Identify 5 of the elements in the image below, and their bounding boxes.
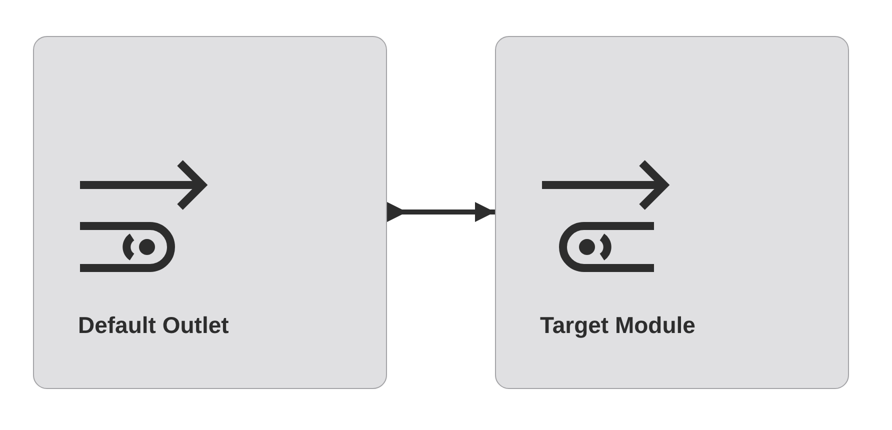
card xyxy=(33,36,387,389)
node-label: Target Module xyxy=(540,312,696,339)
card xyxy=(495,36,849,389)
arrow xyxy=(387,202,495,222)
node-label: Default Outlet xyxy=(78,312,229,339)
